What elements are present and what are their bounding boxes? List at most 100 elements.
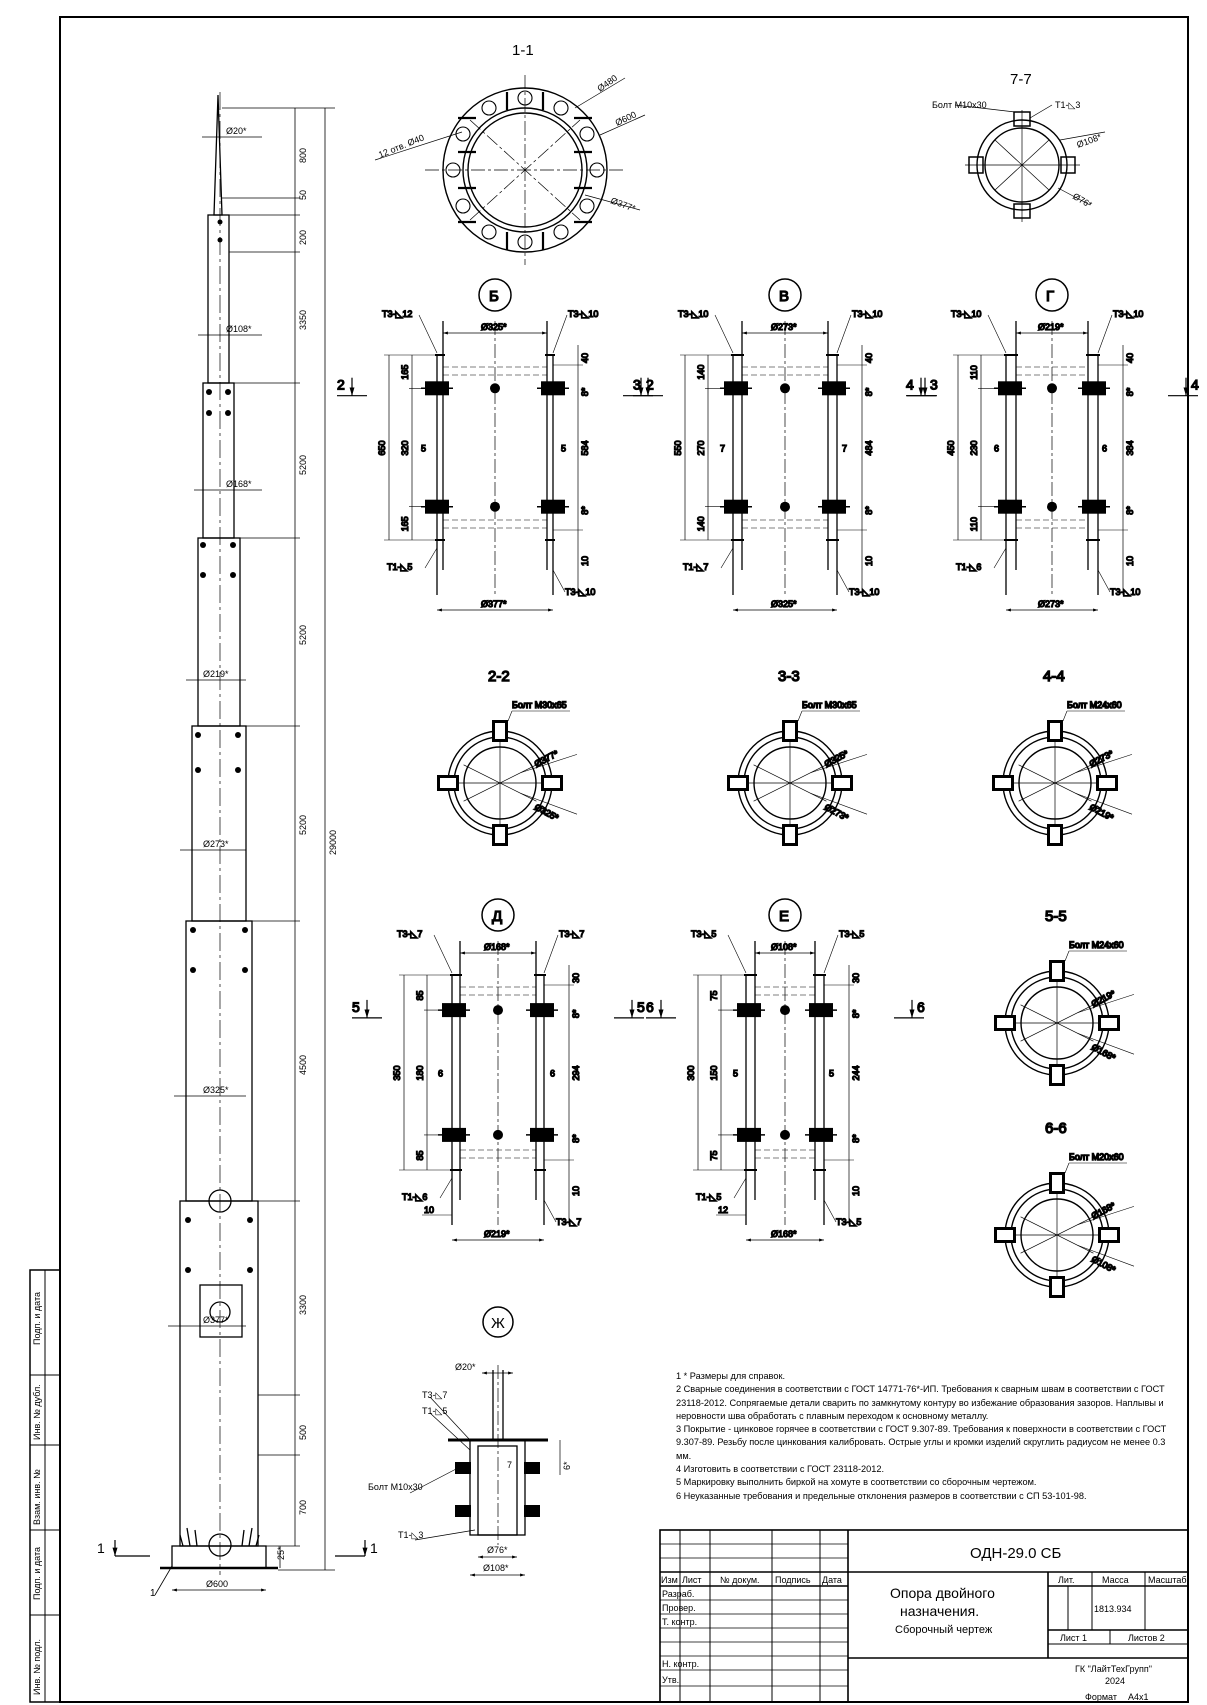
note-5: 5 Маркировку выполнить биркой на хомуте … [676,1477,1037,1488]
detail-D-total: 350 [392,1065,402,1080]
note-1: 1 * Размеры для справок. [676,1371,786,1381]
detail-D-weld-bl: Т1-◺6 [402,1192,427,1202]
sidebar-label-2: Инв. № дубл. [32,1384,42,1440]
pole-d168: Ø168* [226,479,252,489]
detail-B-cut-r: 2 [646,377,654,393]
detail-D-bottom-dia: Ø219* [484,1229,510,1239]
pole-d377: Ø377* [203,1315,229,1325]
detail-G-gap-r: 6 [1102,444,1107,454]
section-4-4-d1: Ø273* [1088,748,1116,769]
sidebar-label-5: Инв. № подл. [32,1639,42,1695]
tb-col-sign: Подпись [775,1575,811,1585]
tb-row-razrab: Разраб. [662,1589,694,1599]
detail-G-dr-4: 10 [1125,556,1135,566]
detail-V-dr-0: 40 [864,353,874,363]
detail-zh-w1: Т3-◺7 [422,1390,447,1400]
detail-zh [409,1306,561,1577]
detail-G-letter: Г [1046,288,1054,305]
detail-E-dl-2: 75 [709,1150,719,1160]
note-3: 3 Покрытие - цинковое горячее в соответс… [676,1424,1167,1461]
section-6-6-bolt: Болт М20х60 [1069,1152,1124,1162]
detail-B-gap-r: 5 [561,444,566,454]
tb-row-prover: Провер. [662,1603,696,1613]
dim-3300: 3300 [298,1295,308,1315]
detail-E-gap-r: 5 [829,1069,834,1079]
title-sheet: Лист 1 [1060,1633,1087,1643]
section-1-right: 1 [370,1540,378,1556]
detail-E-cut-r: 6 [917,999,925,1015]
detail-E-weld-br: Т3-◺5 [836,1217,861,1227]
pole-d20: Ø20* [226,126,247,136]
detail-G-gap-l: 6 [994,444,999,454]
section-2-2-title: 2-2 [488,668,510,685]
detail-E-letter: Е [779,908,789,925]
detail-G-dl-1: 230 [969,440,979,455]
detail-G-dl-2: 110 [969,517,979,531]
section-7-7 [954,104,1106,222]
detail-V-weld-tl: Т3-◺10 [678,309,708,319]
section-2-2-d1: Ø377* [533,748,561,769]
detail-B-weld-br: Т3-◺10 [565,587,595,597]
detail-B-total: 650 [377,440,387,455]
detail-B-dr-2: 584 [580,440,590,455]
detail-B-top-dia: Ø325* [481,322,507,332]
detail-V-dl-1: 270 [696,440,706,455]
detail-E-dr-3: 8* [851,1134,861,1143]
detail-V-dr-1: 8* [864,387,874,396]
detail-G-cut-l: 4 [906,377,914,393]
detail-G-weld-br: Т3-◺10 [1110,587,1140,597]
detail-D-weld-tl: Т3-◺7 [397,929,422,939]
detail-D-cut-r: 5 [637,999,645,1015]
section-1-left: 1 [97,1540,105,1556]
detail-zh-len: 7 [507,1460,512,1470]
detail-V-cut-l: 3 [633,377,641,393]
title-mass: 1813.934 [1094,1604,1132,1614]
section-1-1-d480: Ø480 [595,73,619,94]
detail-zh-w3: Т1-◺3 [398,1530,423,1540]
title-name-1: Опора двойного [890,1585,995,1601]
dim-3350: 3350 [298,310,308,330]
tb-col-date: Дата [822,1575,842,1585]
detail-E-dr-2: 244 [851,1065,861,1080]
detail-V-weld-tr: Т3-◺10 [852,309,882,319]
note-4: 4 Изготовить в соответствии с ГОСТ 23118… [676,1464,885,1475]
section-5-5-bolt: Болт М24х60 [1069,940,1124,950]
detail-G-dl-0: 110 [969,365,979,379]
detail-G-top-dia: Ø219* [1038,322,1064,332]
section-7-7-d76: Ø76* [1071,191,1094,210]
detail-D-dr-4: 10 [571,1186,581,1196]
title-sheets: Листов 2 [1128,1633,1165,1643]
section-7-7-bolt: Болт М10х30 [932,100,987,110]
section-7-7-d108: Ø108* [1075,132,1103,150]
section-4-4-title: 4-4 [1043,668,1065,685]
tb-row-utv: Утв. [662,1675,679,1685]
detail-V-top-dia: Ø273* [771,322,797,332]
detail-E-dr-0: 30 [851,973,861,983]
section-1-1 [374,75,646,265]
detail-B-gap-l: 5 [421,444,426,454]
dim-800: 800 [298,148,308,163]
detail-B-weld-bl: Т1-◺5 [387,562,412,572]
dim-5200-c: 5200 [298,815,308,835]
detail-B-dr-3: 8* [580,506,590,515]
title-format: Формат [1085,1692,1117,1702]
detail-E-weld-bl: Т1-◺5 [696,1192,721,1202]
detail-G-dr-3: 8* [1125,506,1135,515]
tb-col-doc: № докум. [720,1575,760,1585]
detail-V-bottom-dia: Ø325* [771,599,797,609]
detail-V-letter: В [779,288,789,305]
detail-B-cut-l: 2 [337,377,345,393]
detail-G-weld-tl: Т3-◺10 [951,309,981,319]
pole-d273: Ø273* [203,839,229,849]
detail-B-dl-2: 165 [400,516,410,531]
